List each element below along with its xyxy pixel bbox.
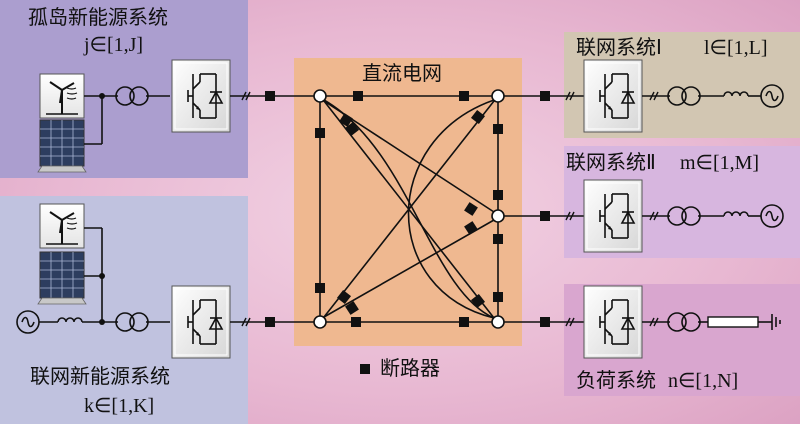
breaker [493,292,503,302]
breaker [339,113,353,127]
grid1-range: l∈[1,L] [704,37,768,59]
gridnew-title: 联网新能源系统 [30,364,170,388]
dc-node [491,209,505,223]
breaker [459,91,469,101]
breaker [315,128,325,138]
wind-turbine-icon [39,73,85,119]
island-title: 孤岛新能源系统 [28,5,168,29]
load-system [583,285,781,359]
converter-icon [583,285,643,359]
gridnew-range: k∈[1,K] [84,395,154,417]
grid1-system [583,59,784,133]
grid2-range: m∈[1,M] [680,152,759,174]
dc-grid-title: 直流电网 [362,61,442,85]
dc-node [313,315,327,329]
dc-node [313,89,327,103]
breaker [493,124,503,134]
breaker [470,109,486,125]
breaker [493,234,503,244]
breaker [493,190,503,200]
dc-nodes [313,89,505,329]
ground-icon [771,314,781,330]
island-range: j∈[1,J] [83,34,143,56]
breaker [464,221,478,235]
breaker [540,211,550,221]
converter-icon [583,59,643,133]
breaker [265,91,275,101]
breaker [540,317,550,327]
solar-panel-icon [37,119,87,173]
breaker [315,283,325,293]
breaker [344,121,360,137]
converter-icon [171,59,231,133]
converter-icon [583,179,643,253]
wind-turbine-icon [39,203,85,249]
breaker [345,301,359,315]
breaker [540,91,550,101]
converter-icon [171,285,231,359]
grid1-title: 联网系统Ⅰ [576,35,662,59]
load-range: n∈[1,N] [668,370,738,392]
dc-grid-panel [294,58,522,346]
grid2-system [583,179,784,253]
load-resistor-icon [707,316,759,328]
load-title: 负荷系统 [576,368,656,392]
breaker [265,317,275,327]
breaker [459,317,469,327]
breaker [351,317,361,327]
island-system [37,59,231,173]
grid2-title: 联网系统Ⅱ [566,150,656,174]
breaker [353,91,363,101]
breaker-legend-label: 断路器 [380,356,440,380]
solar-panel-icon [37,251,87,305]
dc-node [491,89,505,103]
gridnew-system [16,203,231,359]
breaker [336,289,352,305]
breaker [470,293,486,309]
breakers [265,91,550,327]
breaker-legend-mark [360,364,370,374]
dc-node [491,315,505,329]
breaker [464,202,478,216]
